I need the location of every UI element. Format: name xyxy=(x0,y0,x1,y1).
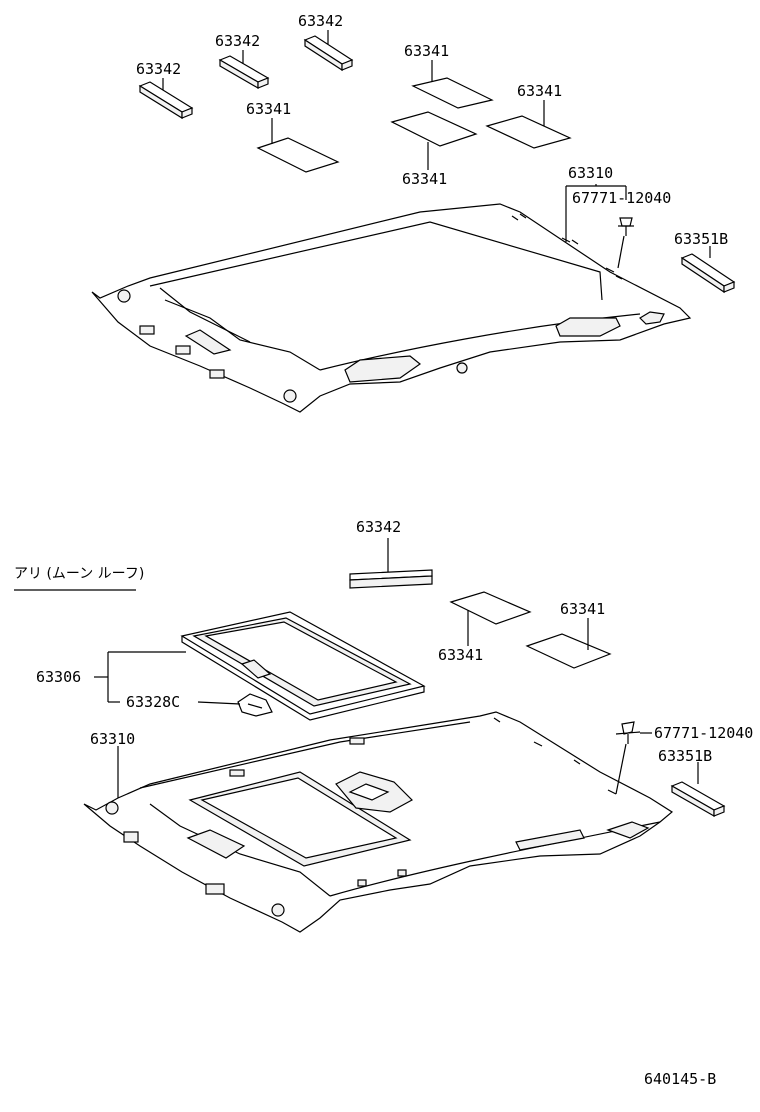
label-63341-right: 63341 xyxy=(517,82,562,100)
sheet-63341-right xyxy=(485,115,572,149)
label-63342-mid: 63342 xyxy=(215,32,260,50)
clip-63328c xyxy=(237,693,273,717)
sheet-63341-lower-right xyxy=(525,633,612,669)
label-63341-left: 63341 xyxy=(246,100,291,118)
label-63310-upper: 63310 xyxy=(568,164,613,182)
diagram-code: 640145-B xyxy=(644,1070,716,1088)
label-63341-lower-left: 63341 xyxy=(438,646,483,664)
moonroof-heading: アリ (ムーン ルーフ) xyxy=(14,566,144,582)
headliner-63310-lower xyxy=(83,711,674,933)
pad-63351b-upper xyxy=(680,253,736,294)
upper-section: 63342 63342 63342 63341 63341 63341 6334… xyxy=(91,12,736,413)
headliner-63310 xyxy=(91,203,692,413)
lower-leader-lines xyxy=(94,538,699,798)
label-63351b-upper: 63351B xyxy=(674,230,728,248)
label-67771-12040-lower: 67771-12040 xyxy=(654,724,753,742)
pad-63342-left xyxy=(138,81,194,120)
label-67771-12040-upper: 67771-12040 xyxy=(572,189,671,207)
pad-63351b-lower xyxy=(670,781,726,818)
pad-63342-mid xyxy=(218,55,270,90)
label-63310-lower: 63310 xyxy=(90,730,135,748)
sheet-63341-bottom xyxy=(390,111,478,147)
sheet-63341-left xyxy=(256,137,340,173)
label-63306: 63306 xyxy=(36,668,81,686)
sunroof-frame-63306 xyxy=(180,611,426,721)
pad-63342-right xyxy=(303,35,354,72)
label-63328c: 63328C xyxy=(126,693,180,711)
label-63351b-lower: 63351B xyxy=(658,747,712,765)
pad-63342-lower xyxy=(349,569,433,589)
clip-67771-12040-lower xyxy=(615,721,641,744)
label-63341-bottom: 63341 xyxy=(402,170,447,188)
label-63342-left: 63342 xyxy=(136,60,181,78)
sheet-63341-top xyxy=(411,77,494,109)
label-63341-top: 63341 xyxy=(404,42,449,60)
upper-leader-lines xyxy=(162,30,711,269)
clip-67771-12040-upper xyxy=(618,217,634,236)
lower-section: アリ (ムーン ルーフ) xyxy=(14,518,753,933)
label-63342-lower: 63342 xyxy=(356,518,401,536)
sheet-63341-lower-left xyxy=(449,591,532,625)
label-63342-right: 63342 xyxy=(298,12,343,30)
label-63341-lower-right: 63341 xyxy=(560,600,605,618)
